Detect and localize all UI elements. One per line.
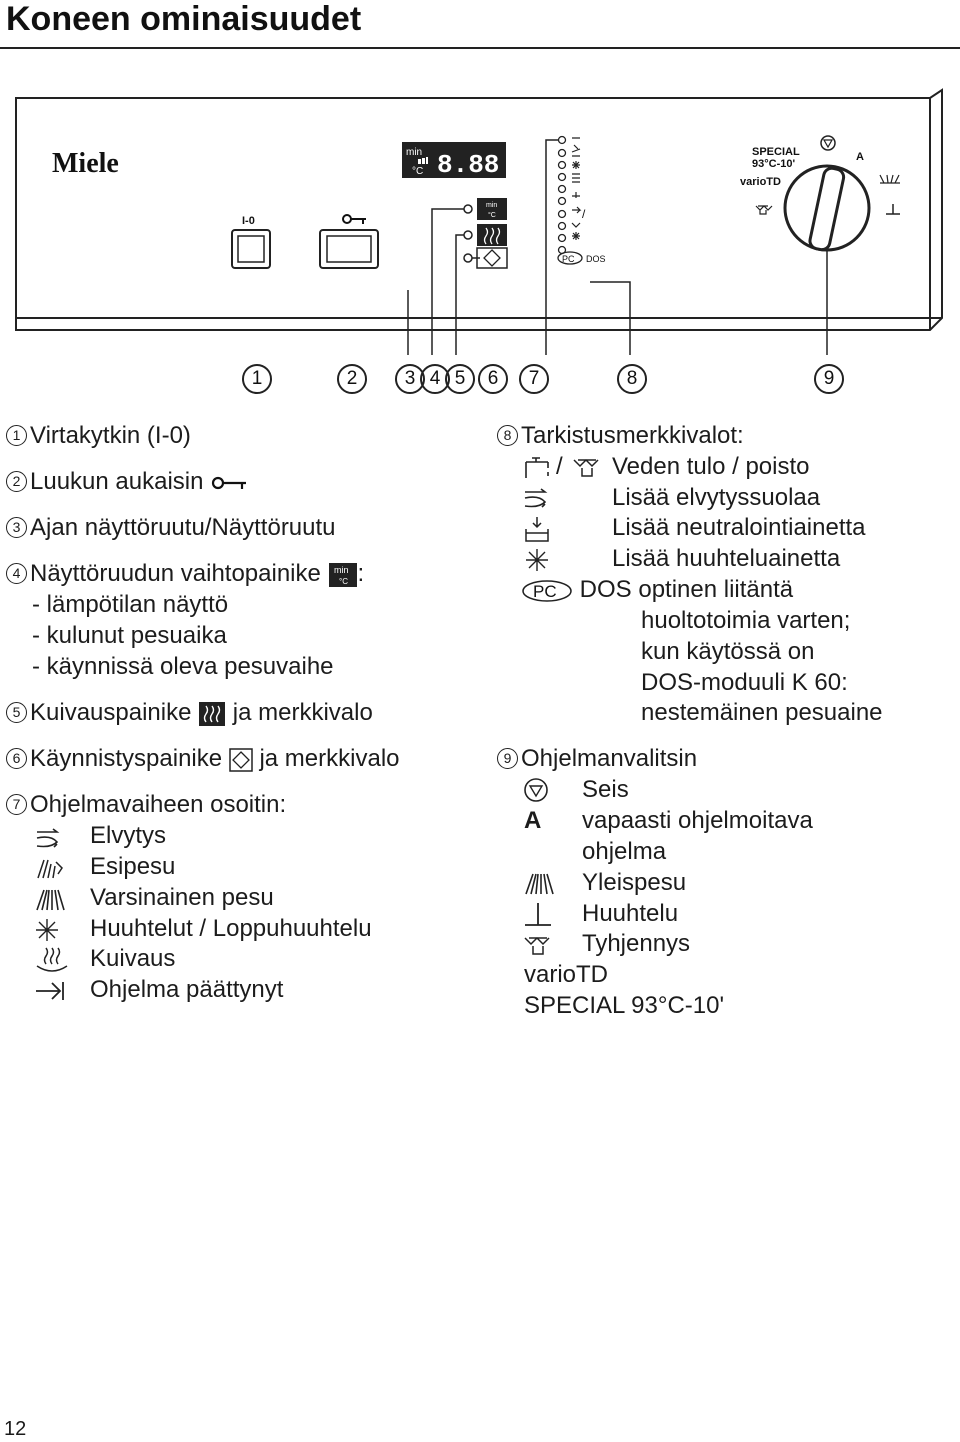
program-selector-dial[interactable] [783,164,871,252]
dos-line-1: huoltotoimia varten; [641,607,851,634]
title-rule [0,47,960,49]
water-slash: / [556,453,563,480]
salt-icon [524,488,548,508]
water-intake-icon [525,457,549,478]
svg-text:min: min [334,565,349,575]
door-key-icon [212,476,247,489]
regeneration-icon [36,828,60,848]
program-special: SPECIAL 93°C-10' [524,992,725,1019]
warning-rinse-aid: Lisää huuhteluainetta [612,545,841,572]
item-4-sub-2: - kulunut pesuaika [32,622,227,649]
stop-icon [820,135,836,151]
rinse-icon [525,903,551,926]
water-drain-icon [524,936,550,955]
svg-text:min: min [406,147,422,158]
svg-text:°C: °C [339,577,348,586]
stop-icon [524,778,548,802]
callout-5: 5 [445,364,475,394]
power-label: I-0 [242,215,255,227]
svg-text:°C: °C [488,211,496,219]
svg-text:DOS: DOS [586,254,606,264]
start-icon [229,747,253,772]
display-switch-button[interactable] [477,198,507,220]
display-switch-icon: min °C [328,562,357,587]
warning-water: Veden tulo / poisto [612,453,810,480]
callout-8: 8 [617,364,647,394]
dos-line-2: kun käytössä on [641,638,815,665]
callout-2: 2 [337,364,367,394]
callout-numbers: 1 2 3 4 5 6 7 8 9 [0,362,960,398]
callout-6: 6 [478,364,508,394]
dos-row: PC DOS optinen liitäntä [521,576,793,604]
display-digits: 8.88 [437,150,499,180]
svg-text:A: A [856,151,864,163]
page-number: 12 [4,1418,27,1440]
program-a-symbol: A [524,807,542,834]
callout-1: 1 [242,364,272,394]
step-regeneration: Elvytys [90,822,167,849]
step-rinse: Huuhtelut / Loppuhuuhtelu [90,915,372,942]
drying-icon [199,701,226,726]
program-a-line-2: ohjelma [582,838,667,865]
program-variotd: varioTD [524,961,609,988]
door-key-icon [342,214,366,224]
svg-text:/: / [582,207,586,221]
program-a-line-1: vapaasti ohjelmoitava [582,807,813,834]
step-main-wash: Varsinainen pesu [90,884,274,911]
neutralizer-icon [525,517,549,542]
svg-text:°C: °C [412,166,423,177]
main-wash-icon [36,889,65,911]
dos-line-4: nestemäinen pesuaine [641,699,883,726]
program-yleispesu: Yleispesu [582,869,687,896]
prewash-icon [37,859,63,879]
pc-port-icon [557,251,583,265]
item-4-sub-1: - lämpötilan näyttö [32,591,229,618]
step-drying: Kuivaus [90,945,176,972]
step-indicator-leds [557,135,567,255]
program-huuhtelu: Huuhtelu [582,900,679,927]
rinse-aid-icon [526,549,548,571]
brand-logo: Miele [52,148,119,179]
door-button[interactable] [319,229,379,269]
control-panel-illustration: Miele I-0 min °C 8.88 min °C [15,88,943,355]
rinse-aid-icon [36,919,58,941]
svg-text:varioTD: varioTD [740,176,781,188]
svg-text:93°C-10': 93°C-10' [752,158,795,170]
callout-9: 9 [814,364,844,394]
drying-icon [36,947,68,972]
warning-salt: Lisää elvytyssuolaa [612,484,821,511]
dos-line-3: DOS-moduuli K 60: [641,669,848,696]
svg-text:min: min [486,202,497,209]
program-tyhjennys: Tyhjennys [582,930,691,957]
pc-port-icon: PC [522,579,572,602]
callout-7: 7 [519,364,549,394]
step-program-end: Ohjelma päättynyt [90,976,284,1003]
water-drain-icon [573,458,599,477]
program-end-icon [36,982,64,1000]
main-wash-icon [525,873,554,895]
svg-text:PC: PC [562,254,575,264]
program-stop: Seis [582,776,629,803]
power-button[interactable] [231,229,271,269]
page-title: Koneen ominaisuudet [6,0,362,38]
start-button[interactable] [476,247,508,269]
item-4-sub-3: - käynnissä oleva pesuvaihe [32,653,334,680]
svg-text:PC: PC [533,582,557,601]
step-prewash: Esipesu [90,853,176,880]
svg-text:SPECIAL: SPECIAL [752,146,800,158]
warning-neutralizer: Lisää neutralointiainetta [612,514,866,541]
